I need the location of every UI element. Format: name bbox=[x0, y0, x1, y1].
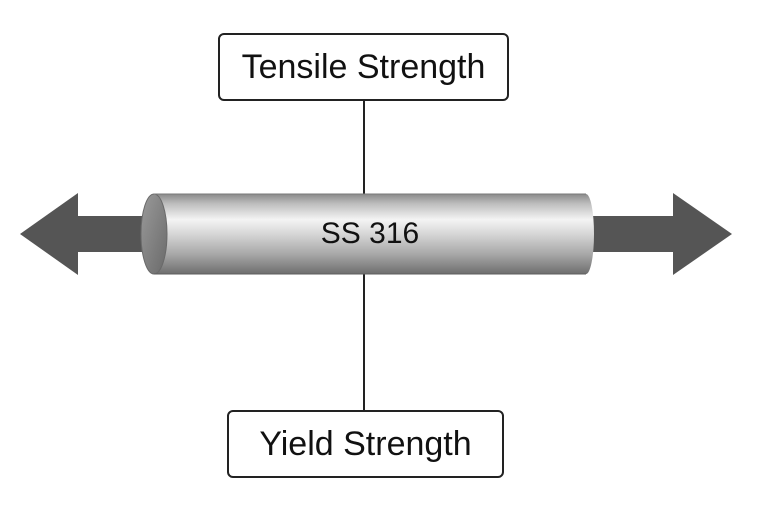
tensile-strength-label: Tensile Strength bbox=[241, 47, 486, 86]
left-arrow-icon bbox=[20, 193, 160, 275]
right-arrow-icon bbox=[580, 193, 732, 275]
tensile-strength-label-box: Tensile Strength bbox=[218, 33, 509, 101]
bar-end-cap bbox=[140, 193, 168, 275]
yield-strength-label-box: Yield Strength bbox=[227, 410, 504, 478]
steel-bar bbox=[140, 193, 594, 275]
yield-strength-label: Yield Strength bbox=[259, 424, 472, 463]
material-label: SS 316 bbox=[320, 217, 420, 250]
